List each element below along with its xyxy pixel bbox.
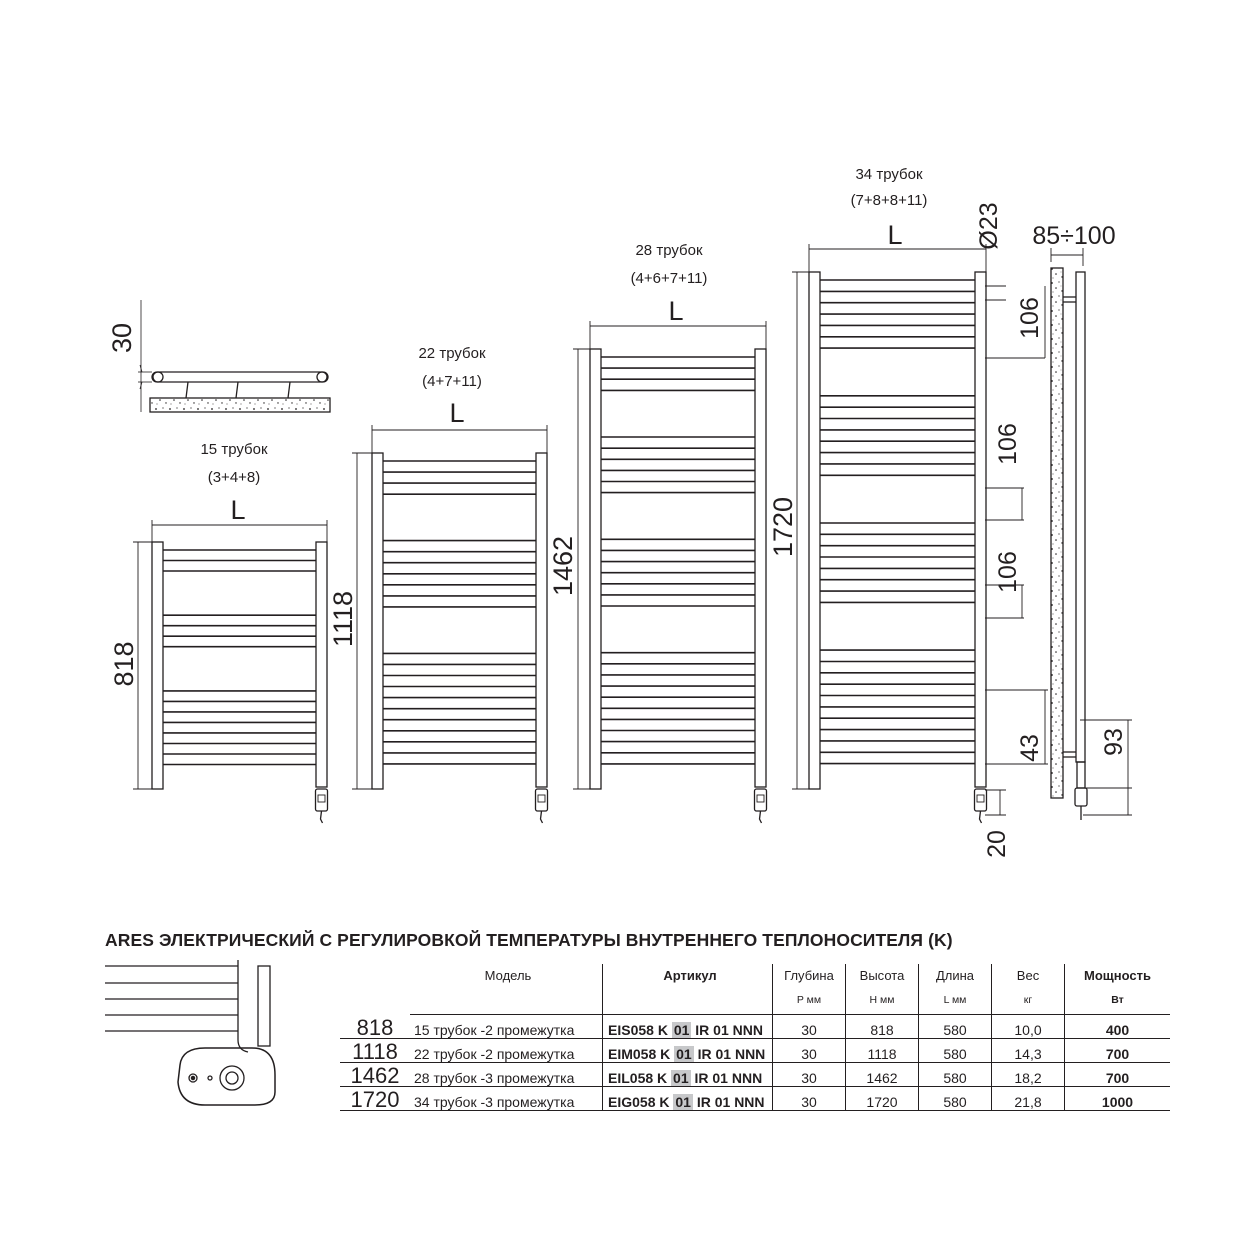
dimension-lines xyxy=(985,285,1132,816)
controller-button-icon xyxy=(317,794,326,803)
header-article: Артикул xyxy=(602,964,773,994)
wall-distance-label: 85÷100 xyxy=(1032,222,1115,250)
width-label-818: L xyxy=(230,495,245,525)
header-length: Длина xyxy=(918,964,992,994)
radiator-right-collector xyxy=(535,452,548,788)
header-height: Высота xyxy=(845,964,919,994)
controller-button-icon xyxy=(976,794,985,803)
groups-label-818: (3+4+8) xyxy=(208,469,261,486)
heating-element xyxy=(314,788,329,812)
table-row: 1462 28 трубок -3 промежутка EIL058 K 01… xyxy=(340,1062,1170,1087)
radiator-1720: 34 трубок (7+8+8+11) L 1720 xyxy=(768,166,988,824)
cable-icon xyxy=(978,810,983,824)
top-view xyxy=(138,300,331,413)
radiator-left-collector xyxy=(808,271,821,790)
radiator-right-collector xyxy=(754,348,767,788)
table-row: 818 15 трубок -2 промежутка EIS058 K 01 … xyxy=(340,1014,1170,1039)
width-label-1118: L xyxy=(449,398,464,428)
heating-element xyxy=(534,788,549,812)
radiator-1118: 22 трубок (4+7+11) L 1118 xyxy=(328,345,549,824)
unit-weight: кг xyxy=(991,994,1065,1015)
controller-button-icon xyxy=(537,794,546,803)
table-row: 1118 22 трубок -2 промежутка EIM058 K 01… xyxy=(340,1038,1170,1063)
controller-button-icon xyxy=(756,794,765,803)
radiator-left-collector xyxy=(589,348,602,790)
unit-depth: P мм xyxy=(772,994,846,1015)
side-view xyxy=(1050,248,1088,820)
unit-height: H мм xyxy=(845,994,919,1015)
radiator-right-collector xyxy=(315,541,328,788)
gap-106-label-1: 106 xyxy=(1016,297,1044,339)
height-label-1118: 1118 xyxy=(328,591,358,647)
radiator-1462: 28 трубок (4+6+7+11) L 1462 xyxy=(548,242,768,824)
bottom-93-label: 93 xyxy=(1100,728,1128,756)
unit-length: L мм xyxy=(918,994,992,1015)
header-weight: Вес xyxy=(991,964,1065,994)
tube-diameter-label: Ø23 xyxy=(975,202,1003,249)
radiator-left-collector xyxy=(151,541,164,790)
controller-illustration xyxy=(105,960,276,1106)
unit-power: Вт xyxy=(1064,994,1170,1015)
groups-label-1462: (4+6+7+11) xyxy=(631,270,708,287)
tubes-label-1720: 34 трубок xyxy=(855,166,922,183)
header-depth: Глубина xyxy=(772,964,846,994)
height-label-1720: 1720 xyxy=(768,497,798,557)
height-label-1462: 1462 xyxy=(548,536,578,596)
top-view-depth-label: 30 xyxy=(107,323,137,353)
bottom-20-label: 20 xyxy=(983,830,1011,858)
gap-106-label-3: 106 xyxy=(994,551,1022,593)
width-label-1462: L xyxy=(668,296,683,326)
bottom-43-label: 43 xyxy=(1016,734,1044,762)
spec-table: Модель Артикул Глубина Высота Длина Вес … xyxy=(340,964,1170,1111)
height-label-818: 818 xyxy=(109,641,139,686)
cable-icon xyxy=(319,810,324,824)
cable-icon xyxy=(539,810,544,824)
heating-element xyxy=(753,788,768,812)
groups-label-1118: (4+7+11) xyxy=(422,373,482,390)
gap-106-label-2: 106 xyxy=(994,423,1022,465)
header-model: Модель xyxy=(484,968,532,983)
tubes-label-1118: 22 трубок xyxy=(418,345,485,362)
spec-title: ARES ЭЛЕКТРИЧЕСКИЙ С РЕГУЛИРОВКОЙ ТЕМПЕР… xyxy=(105,930,953,950)
radiator-right-collector xyxy=(974,271,987,788)
radiator-818: 15 трубок (3+4+8) L 818 xyxy=(109,441,329,824)
cable-icon xyxy=(758,810,763,824)
heating-element xyxy=(973,788,988,812)
table-row: 1720 34 трубок -3 промежутка EIG058 K 01… xyxy=(340,1086,1170,1111)
tubes-label-1462: 28 трубок xyxy=(635,242,702,259)
header-power: Мощность xyxy=(1064,964,1170,994)
width-label-1720: L xyxy=(887,220,902,250)
radiator-left-collector xyxy=(371,452,384,790)
groups-label-1720: (7+8+8+11) xyxy=(851,192,928,209)
tubes-label-818: 15 трубок xyxy=(200,441,267,458)
